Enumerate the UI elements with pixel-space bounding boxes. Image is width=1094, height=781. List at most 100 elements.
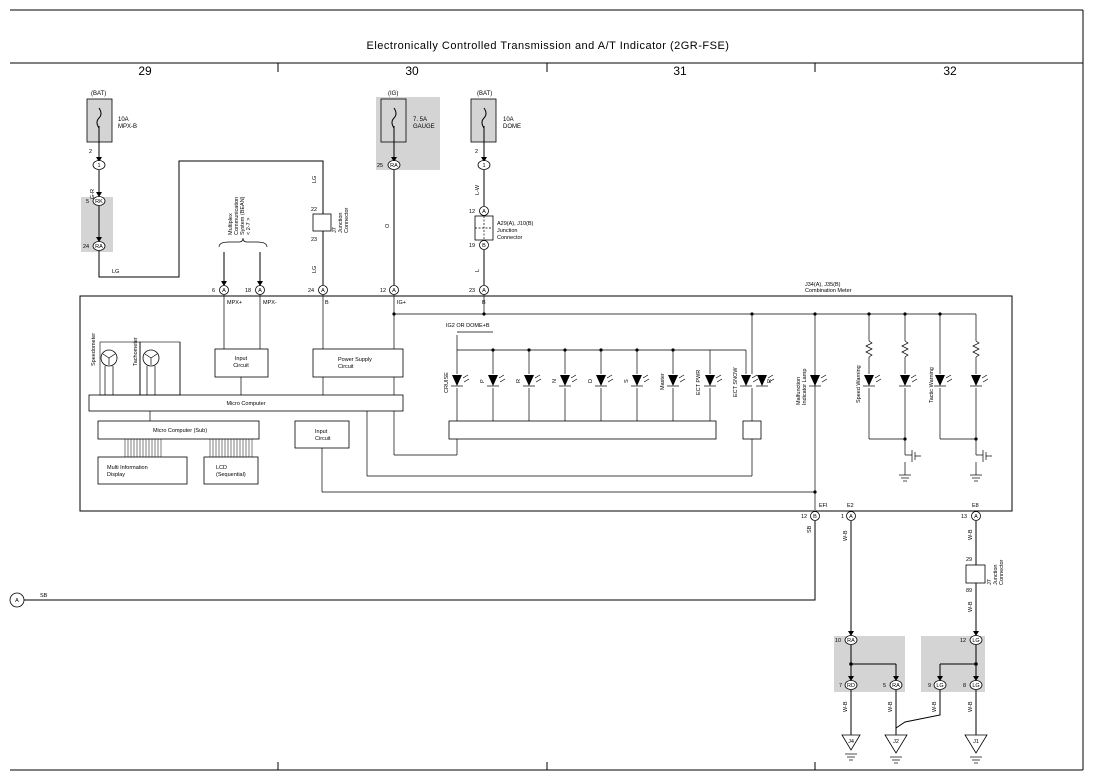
column-number-30: 30 [405,64,419,78]
pin-number: 25 [377,163,383,169]
pin-c1b: 1 [477,160,491,170]
j7-connector-top: 22 23 J7 Junction Connector [311,207,350,243]
connector-a: A [9,592,25,608]
wire-color: SB [807,525,813,533]
fuse-rating: 10A [503,117,514,123]
svg-text:S: S [624,379,630,383]
svg-text:B: B [813,514,817,520]
svg-text:A: A [258,288,262,294]
svg-text:6: 6 [212,288,215,294]
svg-text:RA: RA [847,638,855,644]
fuse-rating: 10A [118,117,129,123]
led-p: P [480,374,506,387]
svg-text:System (BEAN): System (BEAN) [240,196,246,235]
diagram-title: Electronically Controlled Transmission a… [367,40,730,52]
svg-text:A: A [392,288,396,294]
wire-color: W-B [968,601,974,612]
svg-text:A29(A), J10(B): A29(A), J10(B) [497,221,534,227]
svg-text:A: A [321,288,325,294]
svg-text:LG: LG [936,683,943,689]
led-r: R [516,374,542,387]
svg-text:Malfunction: Malfunction [796,377,802,405]
svg-text:ECT PWR: ECT PWR [696,370,702,395]
svg-text:A: A [482,209,486,215]
speed-warning-indicator: Speed Warning [856,314,905,440]
wire-color: LG [112,269,119,275]
svg-text:12: 12 [801,514,807,520]
wire-color: G-R [90,189,96,199]
svg-text:LCD: LCD [216,465,227,471]
svg-text:LG: LG [972,683,979,689]
svg-text:J1: J1 [973,739,979,745]
fuse-source: (BAT) [477,91,492,97]
svg-text:Power Supply: Power Supply [338,357,372,363]
svg-text:E8: E8 [972,503,979,509]
meter-name: J34(A), J35(B) [805,282,841,288]
svg-text:Speed Warning: Speed Warning [856,365,862,403]
fuse-mpx-b: (BAT) 10A MPX-B [86,91,137,160]
wire-color: W-B [843,530,849,541]
a29-junction: A 12 B 19 A29(A), J10(B) Junction Connec… [469,206,534,250]
fuse-rating: 7. 5A [413,117,427,123]
svg-text:1: 1 [482,163,485,169]
meter-name: Combination Meter [805,288,852,294]
pin-number: 24 [83,244,89,250]
svg-text:Multi Information: Multi Information [107,465,148,471]
svg-text:RA: RA [95,244,103,250]
input-circuit-1: Input Circuit [214,348,269,395]
svg-text:22: 22 [311,207,317,213]
svg-text:Connector: Connector [344,207,350,233]
svg-text:Micro Computer: Micro Computer [226,401,265,407]
svg-text:RA: RA [390,163,398,169]
svg-text:(Sequential): (Sequential) [216,472,246,478]
svg-text:23: 23 [469,288,475,294]
column-number-32: 32 [943,64,957,78]
meter-internal-wiring [139,295,976,510]
terminal-label: B [325,300,329,306]
svg-text:P: P [480,379,486,383]
combination-meter-box [79,295,1013,512]
svg-text:< 2-7 >: < 2-7 > [246,218,252,235]
svg-text:Master: Master [660,373,666,390]
warning-indicator-4 [970,314,992,482]
indicator-row [456,350,711,421]
terminal-label: MPX+ [227,300,242,306]
r-driver-block [742,420,762,440]
svg-text:A: A [482,288,486,294]
meter-bottom-terminals: EFI E2 E8 B 12 A 1 A 13 [801,503,981,521]
wire-color: W-B [932,701,938,712]
svg-text:J7: J7 [332,227,338,233]
svg-text:24: 24 [308,288,314,294]
svg-text:Junction: Junction [338,213,344,234]
wire-sb [24,521,816,601]
svg-text:RA: RA [892,683,900,689]
power-supply-circuit: Power Supply Circuit [312,348,404,395]
micro-computer-sub: Micro Computer (Sub) [97,411,260,440]
svg-text:Circuit: Circuit [315,436,331,442]
svg-text:Circuit: Circuit [338,364,354,370]
svg-text:9: 9 [928,683,931,689]
svg-text:8: 8 [963,683,966,689]
fuse-source: (BAT) [91,91,106,97]
svg-text:E2: E2 [847,503,854,509]
led-master: Master [660,373,686,390]
wire-color: W-B [968,701,974,712]
terminal-label: MPX- [263,300,277,306]
fuse-dome: (BAT) 10A DOME [470,91,521,160]
svg-text:29: 29 [966,557,972,563]
svg-text:RK: RK [95,199,103,205]
column-number-31: 31 [673,64,687,78]
lcd-sequential: LCD (Sequential) [203,456,259,485]
led-ect-pwr: ECT PWR [696,370,723,395]
svg-text:Speedometer: Speedometer [91,333,97,366]
svg-text:Circuit: Circuit [233,363,249,369]
wire-color: W-B [968,529,974,540]
svg-text:Communication: Communication [234,197,240,235]
svg-text:1: 1 [841,514,844,520]
wire-color: W-B [843,701,849,712]
pin-ra1: RA [92,241,106,251]
svg-text:A: A [849,514,853,520]
svg-text:19: 19 [469,243,475,249]
svg-text:Multiplex: Multiplex [228,213,234,235]
fuse-name: GAUGE [413,124,435,130]
